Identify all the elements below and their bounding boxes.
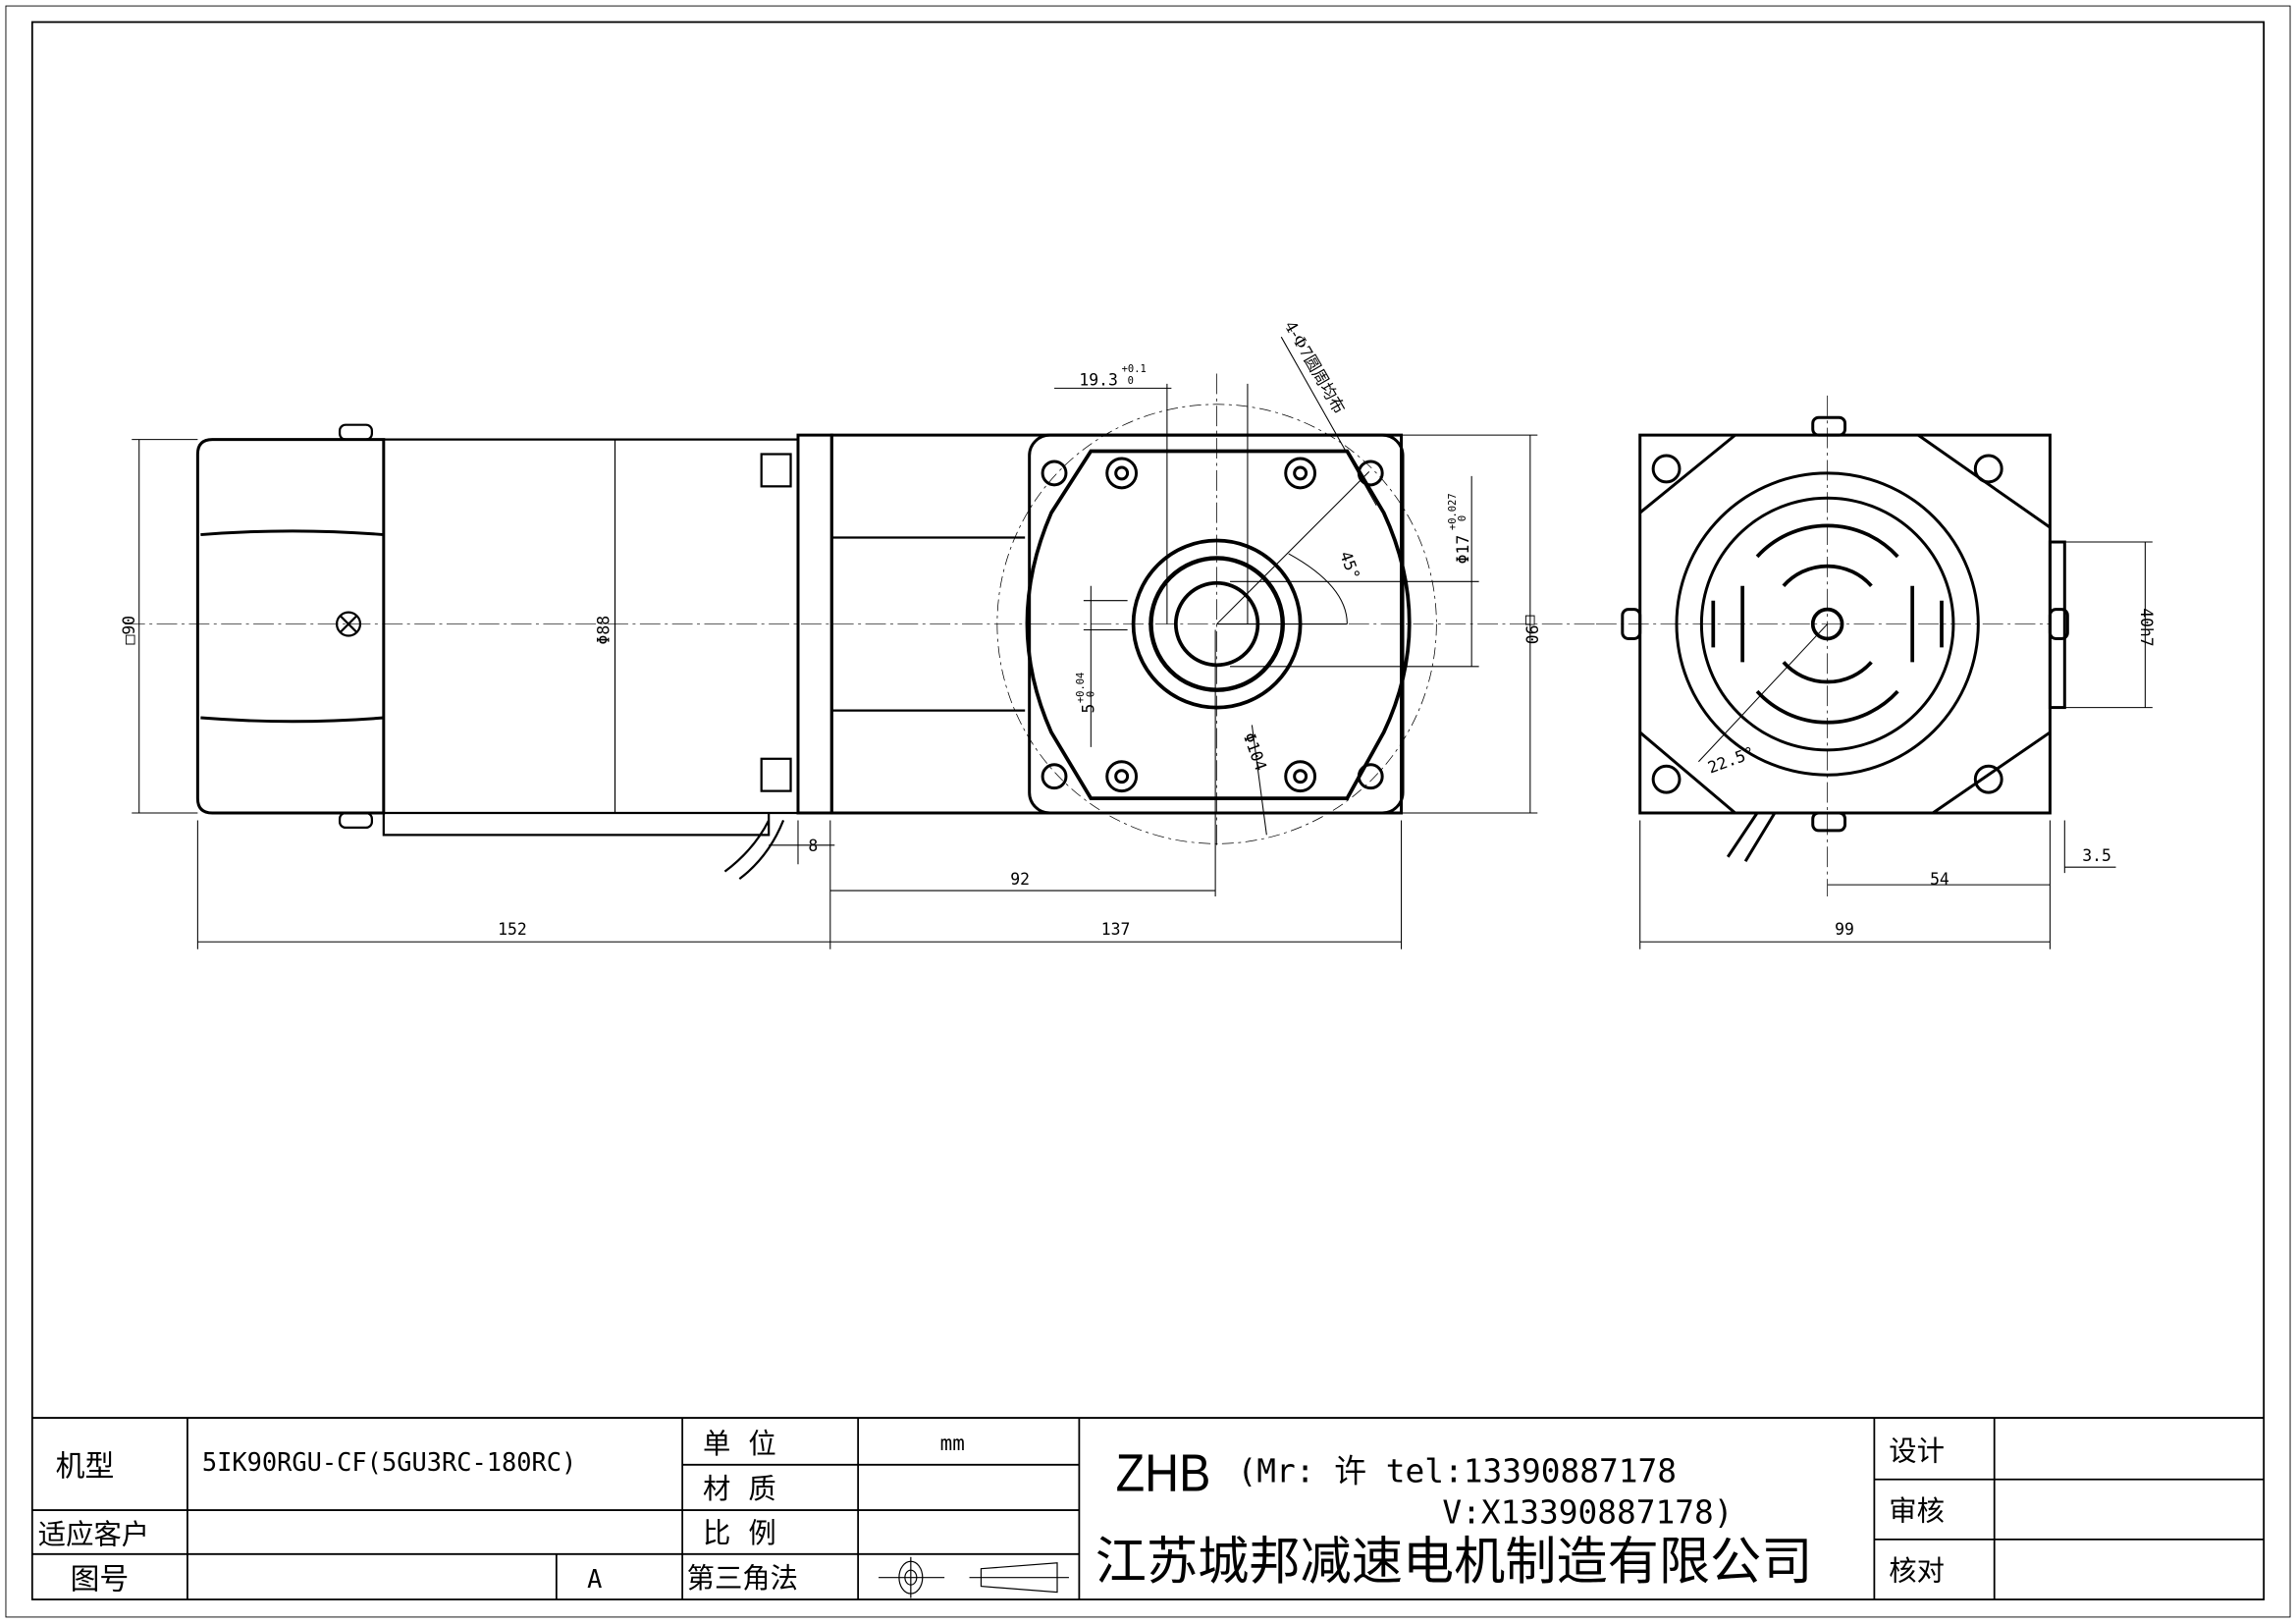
brand: ZHB (1116, 1443, 1211, 1502)
check-label: 核对 (1889, 1555, 1945, 1588)
dim-19-3-tol-up: +0.1 (1122, 363, 1147, 375)
side-view-motor: □90 Φ88 152 8 137 92 (120, 423, 1596, 949)
customer-label: 适应客户 (38, 1518, 149, 1550)
dim-phi104: Φ104 (1240, 730, 1270, 774)
dim-45deg: 45° (1336, 549, 1363, 582)
unit-value: mm (940, 1432, 965, 1455)
unit-label: 单 位 (703, 1428, 776, 1460)
dim-22-5deg: 22.5° (1705, 743, 1757, 778)
model-value: 5IK90RGU-CF(5GU3RC-180RC) (202, 1447, 576, 1477)
dim-99: 99 (1835, 920, 1854, 939)
dim-3-5: 3.5 (2082, 846, 2111, 865)
dim-key5-tol-up: +0.04 (1075, 673, 1087, 703)
dim-phi88: Φ88 (595, 616, 614, 645)
third-angle-projection-symbol (879, 1556, 1069, 1598)
dim-137: 137 (1101, 920, 1131, 939)
dim-phi17: Φ17 (1454, 535, 1472, 565)
dim-holes: 4-Φ7圆周均布 (1281, 318, 1349, 417)
revision: A (587, 1564, 602, 1594)
dim-152: 152 (498, 920, 527, 939)
dim-92: 92 (1010, 870, 1030, 889)
dim-40h7: 40h7 (2137, 608, 2156, 646)
drawing-border (30, 21, 2266, 1600)
dim-sq90-left: □90 (120, 616, 138, 645)
contact-line2: V:X13390887178) (1442, 1493, 1733, 1531)
company-name: 江苏城邦减速电机制造有限公司 (1095, 1533, 1813, 1592)
dim-8: 8 (808, 837, 818, 855)
dim-key5: 5 (1079, 704, 1097, 714)
dim-19-3-tol-lo: 0 (1128, 375, 1134, 387)
rear-view: 40h7 22.5° 54 3.5 99 (1595, 395, 2156, 949)
projection-label: 第三角法 (687, 1562, 798, 1595)
flange-view: 19.3 +0.1 0 4-Φ7圆周均布 Φ17 +0.027 0 45° 5 … (996, 318, 1540, 850)
scale-label: 比 例 (703, 1517, 776, 1549)
contact-line1: (Mr: 许 tel:13390887178 (1237, 1453, 1676, 1490)
model-label: 机型 (56, 1450, 115, 1485)
dim-key5-tol-lo: 0 (1085, 691, 1096, 697)
drawing-no-label: 图号 (71, 1563, 130, 1597)
dim-phi17-tol-lo: 0 (1457, 515, 1468, 521)
design-label: 设计 (1889, 1434, 1945, 1467)
material-label: 材 质 (703, 1473, 776, 1505)
dim-sq90-front: □90 (1522, 616, 1540, 645)
dim-54: 54 (1930, 870, 1949, 889)
dim-phi17-tol-up: +0.027 (1447, 493, 1459, 530)
title-block: 机型 5IK90RGU-CF(5GU3RC-180RC) 适应客户 图号 A 单… (31, 1417, 2265, 1600)
review-label: 审核 (1889, 1494, 1945, 1527)
dim-19-3: 19.3 (1079, 370, 1117, 389)
